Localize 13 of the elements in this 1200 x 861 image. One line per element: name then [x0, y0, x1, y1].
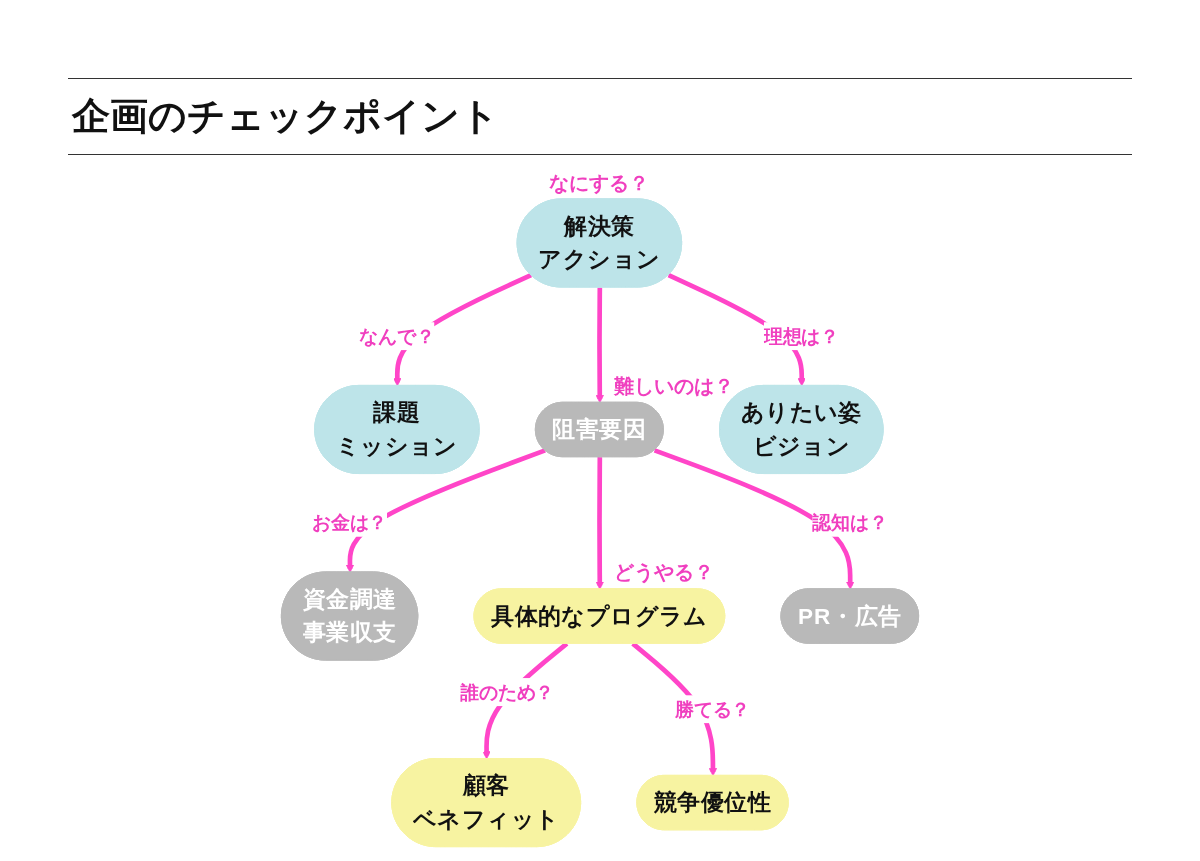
edge-label: 勝てる？ [675, 698, 751, 720]
node-caption: どうやる？ [614, 561, 715, 584]
arrow [595, 457, 604, 590]
edge-label: 誰のため？ [460, 681, 555, 703]
node-caption: なにする？ [549, 171, 650, 194]
arrow [595, 287, 604, 404]
arrow [653, 448, 855, 590]
edge-label: 認知は？ [812, 512, 888, 534]
arrow [345, 448, 546, 573]
edge-label: 理想は？ [763, 325, 839, 347]
edge-label: お金は？ [312, 512, 388, 534]
edge-label: なんで？ [359, 325, 435, 347]
title: 企画のチェックポイント [72, 94, 499, 139]
